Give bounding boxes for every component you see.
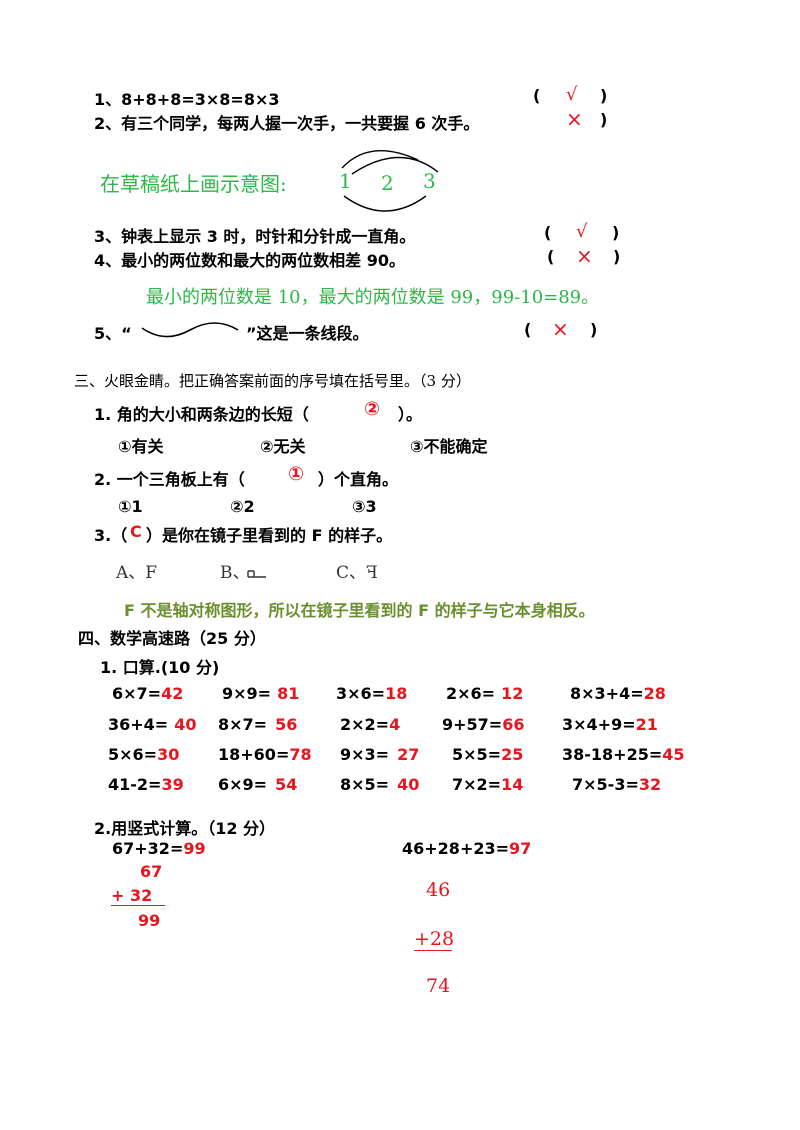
s3-q1-option-1: ①有关: [118, 437, 164, 456]
s3-q3-answer: C: [130, 522, 142, 541]
tf-item-3: 3、钟表上显示 3 时，时针和分针成一直角。: [94, 227, 416, 246]
tf-item-2: 2、有三个同学，每两人握一次手，一共要握 6 次手。: [94, 114, 480, 133]
mental-q: 8×3+4=28: [570, 684, 666, 703]
tf-paren-close-5: ): [590, 320, 598, 339]
s3-q2-before: 2. 一个三角板上有（: [94, 470, 245, 489]
s3-q3-after: ）是你在镜子里看到的 F 的样子。: [146, 526, 393, 545]
handshake-arcs-diagram: [341, 150, 439, 212]
s3-q3-option-a: A、F: [116, 563, 158, 583]
tf4-explanation: 最小的两位数是 10，最大的两位数是 99，99-10=89。: [146, 287, 600, 308]
mental-q: 7×2=14: [452, 775, 524, 794]
vertical-q2-addend: +28: [414, 928, 455, 951]
tf-item-4: 4、最小的两位数和最大的两位数相差 90。: [94, 251, 405, 270]
s3-q3-option-b: B、: [220, 563, 250, 583]
tf-mark-3: √: [576, 221, 588, 242]
vertical-q1-addend: + 32: [111, 886, 165, 906]
vertical-q2-result: 74: [426, 975, 451, 997]
vertical-calc-title: 2.用竖式计算。（12 分）: [94, 819, 276, 838]
section3-title: 三、火眼金睛。把正确答案前面的序号填在括号里。（3 分）: [74, 372, 471, 390]
mental-q: 6×9=54: [218, 775, 298, 794]
mental-q: 8×7=56: [218, 715, 298, 734]
curved-line-drawing: [141, 322, 239, 338]
mental-q: 9+57=66: [442, 715, 525, 734]
mental-q: 8×5=40: [340, 775, 420, 794]
mental-q: 5×5=25: [452, 745, 524, 764]
sketch-note-label: 在草稿纸上画示意图:: [100, 172, 287, 196]
mental-q: 5×6=30: [108, 745, 180, 764]
vertical-q1-top: 67: [140, 862, 163, 881]
tf-paren-open-5: (: [524, 320, 532, 339]
mental-q: 38-18+25=45: [562, 745, 685, 764]
s3-q2-option-3: ③3: [352, 497, 377, 516]
sketch-num-2: 2: [381, 171, 394, 195]
s3-q3-explanation: F 不是轴对称图形，所以在镜子里看到的 F 的样子与它本身相反。: [124, 601, 595, 620]
s3-q1-answer: ②: [364, 398, 381, 420]
tf-paren-close-1: ): [600, 86, 608, 105]
vertical-q2-top: 46: [426, 879, 451, 901]
tf-paren-close-4: ): [613, 247, 621, 266]
tf-mark-4: ×: [576, 244, 593, 268]
tf-mark-2: ×: [566, 107, 583, 131]
mental-q: 36+4=40: [108, 715, 197, 734]
mental-q: 9×3=27: [340, 745, 420, 764]
s3-q3-option-c: C、ꟻ: [336, 563, 378, 583]
vertical-q1-result: 99: [138, 911, 161, 930]
rotated-f-glyph: [247, 570, 266, 578]
tf-paren-close-2: ): [600, 110, 608, 129]
tf-item-5-right: ”这是一条线段。: [246, 324, 369, 343]
s3-q2-option-1: ①1: [118, 497, 143, 516]
tf-mark-5: ×: [552, 317, 569, 341]
tf-item-1: 1、8+8+8=3×8=8×3: [94, 90, 280, 109]
mental-q: 9×9=81: [222, 684, 300, 703]
mental-q: 2×2=4: [340, 715, 401, 734]
s3-q1-option-2: ②无关: [260, 437, 306, 456]
section4-title: 四、数学高速路（25 分）: [78, 629, 266, 648]
tf-paren-open-4: (: [547, 247, 555, 266]
s3-q1-before: 1. 角的大小和两条边的长短（: [94, 405, 309, 424]
tf-paren-open-1: (: [533, 86, 541, 105]
mental-q: 2×6=12: [446, 684, 524, 703]
tf-mark-1: √: [566, 84, 578, 105]
s3-q2-after: ）个直角。: [318, 470, 399, 489]
tf-paren-close-3: ): [612, 223, 620, 242]
s3-q1-option-3: ③不能确定: [410, 437, 488, 456]
mental-q: 6×7=42: [112, 684, 184, 703]
tf-item-5-left: 5、“: [94, 324, 132, 343]
mental-q: 41-2=39: [108, 775, 184, 794]
mental-math-title: 1. 口算.(10 分): [100, 658, 220, 677]
s3-q1-after: ）。: [398, 405, 423, 424]
mental-q: 18+60=78: [218, 745, 312, 764]
sketch-num-1: 1: [339, 169, 352, 193]
mental-q: 7×5-3=32: [572, 775, 662, 794]
s3-q3-before: 3.（: [94, 526, 128, 545]
s3-q2-option-2: ②2: [230, 497, 255, 516]
s3-q2-answer: ①: [288, 463, 305, 485]
mental-q: 3×6=18: [336, 684, 408, 703]
vertical-q2: 46+28+23=97: [402, 839, 532, 858]
vertical-q1: 67+32=99: [112, 839, 206, 858]
tf-paren-open-3: (: [544, 223, 552, 242]
sketch-num-3: 3: [423, 169, 436, 193]
mental-q: 3×4+9=21: [562, 715, 658, 734]
